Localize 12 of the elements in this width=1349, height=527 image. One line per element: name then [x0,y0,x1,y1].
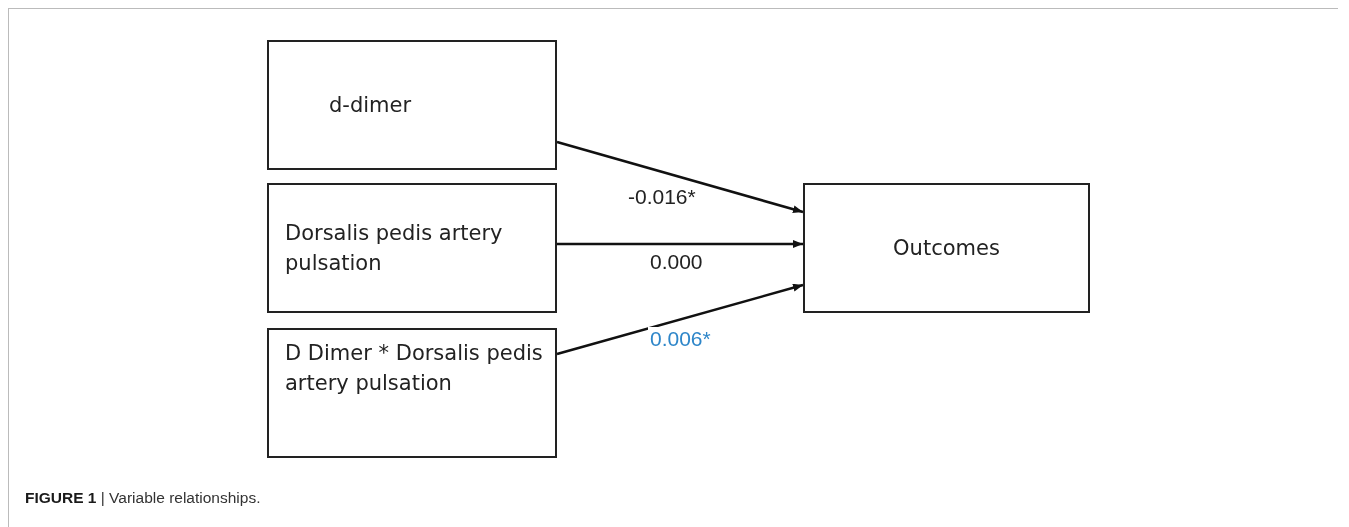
arrow [557,240,803,248]
node-text: Outcomes [893,234,1000,262]
variable-box [267,328,557,458]
variable-box [803,183,1090,313]
figure-caption: FIGURE 1 | Variable relationships. [25,489,261,507]
node-text: Dorsalis pedis artery pulsation [285,219,504,277]
node-text: D Dimer * Dorsalis pedis artery pulsation [285,340,544,398]
arrow [556,140,804,214]
arrow [556,283,804,356]
variable-box [267,183,557,313]
node-text: d-dimer [329,91,412,119]
variable-box [267,40,557,170]
